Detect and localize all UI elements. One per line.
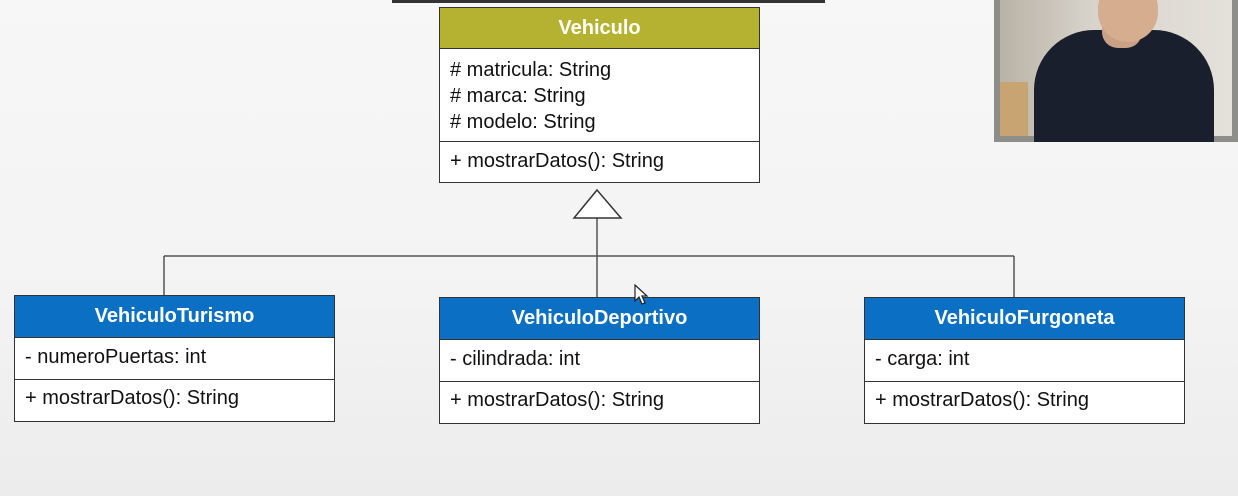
class-header: VehiculoDeportivo xyxy=(440,298,759,340)
attributes-section: - numeroPuertas: int xyxy=(15,338,334,380)
class-vehiculo-furgoneta: VehiculoFurgoneta - carga: int + mostrar… xyxy=(864,297,1185,424)
mouse-pointer-icon xyxy=(634,284,649,305)
class-vehiculo: Vehiculo # matricula: String # marca: St… xyxy=(439,7,760,183)
method: + mostrarDatos(): String xyxy=(450,150,664,172)
methods-section: + mostrarDatos(): String xyxy=(440,142,759,182)
methods-section: + mostrarDatos(): String xyxy=(440,382,759,422)
class-header: Vehiculo xyxy=(440,8,759,49)
attributes-section: - cilindrada: int xyxy=(440,340,759,382)
class-name: VehiculoDeportivo xyxy=(511,307,688,329)
method: + mostrarDatos(): String xyxy=(25,387,239,409)
attribute: - carga: int xyxy=(875,348,970,370)
class-name: VehiculoFurgoneta xyxy=(934,307,1115,329)
attributes-section: - carga: int xyxy=(865,340,1184,382)
attribute: # marca: String xyxy=(450,85,586,107)
class-vehiculo-turismo: VehiculoTurismo - numeroPuertas: int + m… xyxy=(14,295,335,422)
top-rule-divider xyxy=(392,0,825,3)
generalization-triangle-icon xyxy=(572,188,623,219)
method: + mostrarDatos(): String xyxy=(450,389,664,411)
attributes-section: # matricula: String # marca: String # mo… xyxy=(440,49,759,142)
class-header: VehiculoTurismo xyxy=(15,296,334,338)
class-header: VehiculoFurgoneta xyxy=(865,298,1184,340)
attribute: # matricula: String xyxy=(450,59,612,81)
presenter-webcam-overlay xyxy=(994,0,1238,142)
attribute: # modelo: String xyxy=(450,111,596,133)
methods-section: + mostrarDatos(): String xyxy=(15,380,334,420)
class-vehiculo-deportivo: VehiculoDeportivo - cilindrada: int + mo… xyxy=(439,297,760,424)
method: + mostrarDatos(): String xyxy=(875,389,1089,411)
class-name: Vehiculo xyxy=(558,16,641,39)
class-name: VehiculoTurismo xyxy=(94,305,255,327)
presenter-body xyxy=(1034,30,1214,142)
webcam-shelf xyxy=(1000,82,1028,136)
attribute: - cilindrada: int xyxy=(450,348,581,370)
methods-section: + mostrarDatos(): String xyxy=(865,382,1184,422)
attribute: - numeroPuertas: int xyxy=(25,346,207,368)
